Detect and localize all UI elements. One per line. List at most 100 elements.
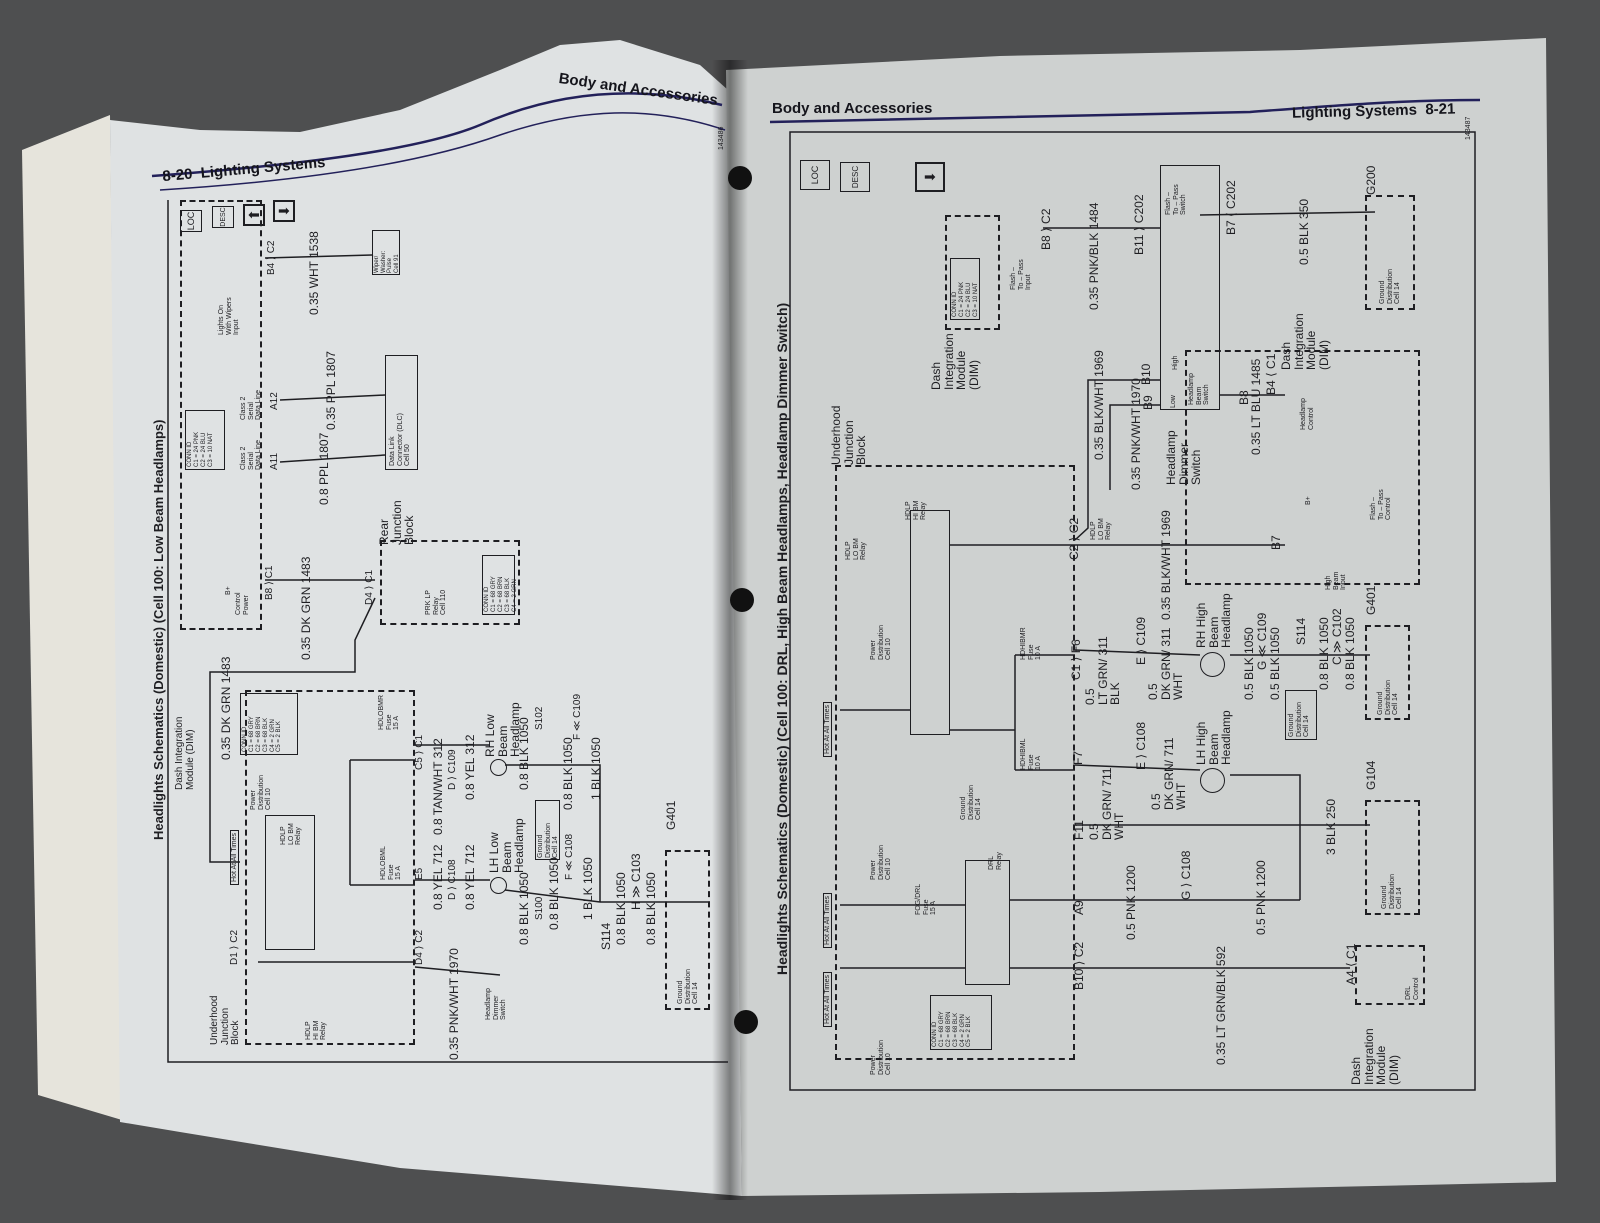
- wire-label: 0.5 BLK 1050: [1268, 627, 1282, 700]
- connector-label: D1 ⟩ C2: [229, 929, 240, 965]
- ground-distribution-box: Ground Distribution Cell 14: [535, 800, 560, 860]
- wire-label: 0.8 BLK 1050: [614, 872, 628, 945]
- relay-label: DRL Relay: [988, 852, 1003, 870]
- down-arrow-icon: ⬇: [273, 200, 295, 222]
- connector-label: D4 ⟩ C1: [364, 569, 375, 605]
- wire-label: 0.8 YEL 312: [463, 734, 477, 800]
- flash-to-pass-switch-label: Flash – To – Pass Switch: [1165, 184, 1188, 215]
- wire-label: 0.5 LT GRN/ 311 BLK: [1083, 636, 1123, 705]
- running-head: Body and Accessories: [772, 100, 933, 117]
- ground-distribution-box: Ground Distribution Cell 14: [1365, 195, 1415, 310]
- wire-label: 0.5 DK GRN/ 711 WHT: [1149, 737, 1189, 810]
- wire-label: 0.5 DK GRN/ 711 WHT: [1087, 767, 1127, 840]
- wire-label: 1 BLK 1050: [589, 737, 603, 800]
- desc-icon: DESC: [840, 162, 870, 192]
- connector-label: D ⟩ C109: [447, 749, 458, 790]
- splice-label: S114: [1294, 617, 1308, 645]
- dim-module-box: [1185, 350, 1420, 585]
- conn-id-box: CONN ID C1 = 24 PNK C2 = 24 BLU C3 = 10 …: [950, 258, 980, 320]
- connector-label: F ≪ C108: [564, 833, 575, 880]
- wire-label: 0.8 YEL 712: [463, 844, 477, 910]
- wire-label: 0.8 BLK 1050: [517, 717, 531, 790]
- power-distribution-label: Power Distribution Cell 10: [250, 774, 273, 810]
- header-rule: [159, 112, 726, 191]
- drl-control-label: DRL Control: [1405, 977, 1420, 1000]
- wire-label: 0.8 BLK 1050: [1317, 617, 1331, 690]
- dim-label: Dash Integration Module (DIM): [1349, 1028, 1401, 1085]
- splice-label: S114: [599, 922, 613, 950]
- splice-label: S102: [534, 706, 545, 730]
- wire-label: 0.8 PPL 1807: [317, 432, 331, 505]
- connector-label: E ⟩ C108: [1134, 721, 1148, 770]
- underhood-label: Underhood Junction Block: [829, 405, 869, 465]
- wire-label: 0.35 DK GRN 1483: [299, 556, 313, 660]
- connector-label: E5: [414, 867, 425, 880]
- fuse-label: FOG/DRL Fuse 15 A: [915, 883, 938, 915]
- relay-reference: HDLP HI BM Relay: [305, 1020, 328, 1040]
- control-power-label: Control Power: [235, 592, 250, 615]
- connector-label: A9: [1072, 900, 1086, 915]
- connector-label: C5 ⟩ C1: [414, 734, 425, 770]
- relay-reference: HDLP LO BM Relay: [845, 538, 868, 560]
- fuse-label: HDHIBML Fuse 10 A: [1020, 738, 1043, 770]
- wire-label: 0.5 DK GRN/ 311 WHT: [1146, 627, 1186, 700]
- fuse-label: HDLOBML Fuse 15 A: [380, 846, 403, 880]
- ground-label: G401: [664, 800, 678, 830]
- hot-at-all-times-badge: Hot At All Times: [823, 701, 832, 757]
- prk-lp-relay-label: PRK LP Relay Cell 110: [425, 589, 448, 615]
- wire-label: 0.8 BLK 1050: [517, 872, 531, 945]
- connector-label: F11: [1072, 820, 1086, 840]
- power-distribution-label: Power Distribution Cell 10: [870, 1039, 893, 1075]
- hot-at-all-times-badge: Hot At All Times: [823, 892, 832, 948]
- wire-label: 0.8 TAN/WHT 312: [431, 738, 445, 835]
- connector-label: B7: [1269, 535, 1283, 550]
- fuse-label: HDHIBMR Fuse 10 A: [1020, 627, 1043, 660]
- fuse-label: HDLOBMR Fuse 15 A: [378, 694, 401, 730]
- relay-reference: HDLP LO BM Relay: [1090, 518, 1113, 540]
- wire-label: 0.8 BLK 1050: [561, 737, 575, 810]
- schematic-title: Headlights Schematics (Domestic) (Cell 1…: [151, 419, 166, 840]
- connector-label: A12: [269, 392, 280, 410]
- binder-hole: [728, 166, 752, 190]
- connector-label: B4 ⟩ C2: [266, 240, 277, 275]
- schematic-title: Headlights Schematics (Domestic) (Cell 1…: [774, 302, 790, 975]
- ground-label: G200: [1364, 165, 1378, 195]
- connector-label: B9: [1141, 395, 1155, 410]
- power-distribution-label: Power Distribution Cell 10: [870, 624, 893, 660]
- connector-label: G ≪ C109: [1255, 612, 1269, 670]
- conn-id-box: CONN ID C1 = 68 GRY C2 = 68 BRN C3 = 68 …: [482, 555, 518, 615]
- connector-label: D ⟩ C108: [447, 859, 458, 900]
- connector-label: B11 ⟩ C202: [1132, 194, 1146, 256]
- conn-id-box: CONN ID C1 = 68 GRY C2 = 68 BRN C3 = 68 …: [930, 995, 992, 1050]
- connector-label: G ⟩ C108: [1179, 850, 1193, 900]
- relay-label: HDLP HI BM Relay: [905, 500, 928, 520]
- connector-label: B10: [1139, 363, 1153, 385]
- dimmer-switch-reference: Headlamp Dimmer Switch: [485, 988, 508, 1020]
- high-beam-input-label: High Beam Input: [1325, 571, 1348, 590]
- wire-label: 1 BLK 1050: [581, 857, 595, 920]
- connector-label: A11: [269, 452, 280, 470]
- loc-icon: LOC: [800, 160, 830, 190]
- connector-label: C ≫ C102: [1330, 608, 1344, 665]
- ground-distribution-box: Ground Distribution Cell 14: [1365, 800, 1420, 915]
- binder-hole: [730, 588, 754, 612]
- class2-label: Class 2 Serial Data Line: [240, 440, 263, 470]
- wire-label: 0.35 PNK/WHT 1970: [447, 948, 461, 1060]
- connector-label: B7 ⟨ C202: [1224, 180, 1238, 235]
- headlamp-bulb-icon: [490, 759, 507, 776]
- relay-label: HDLP LO BM Relay: [280, 823, 303, 845]
- wire-label: 3 BLK 250: [1324, 798, 1338, 855]
- flash-to-pass-input-label: Flash – To – Pass Input: [1010, 259, 1033, 290]
- connector-label: F ≪ C109: [572, 693, 583, 740]
- connector-label: H ≫ C103: [629, 853, 643, 910]
- ground-label: G401: [1364, 585, 1378, 615]
- wire-label: 0.8 BLK 1050: [547, 857, 561, 930]
- wire-label: 0.35 PPL 1807: [324, 351, 338, 430]
- connector-label: B10 ⟩ C2: [1072, 941, 1086, 990]
- connector-label: C1 ⟩ F6: [1069, 639, 1083, 680]
- wire-label: 0.35 BLK/WHT 1969: [1092, 350, 1106, 460]
- ground-distribution-label: Ground Distribution Cell 14: [960, 784, 983, 820]
- underhood-label: Underhood Junction Block: [209, 995, 241, 1045]
- connector-label: D4 ⟩ C2: [414, 929, 425, 965]
